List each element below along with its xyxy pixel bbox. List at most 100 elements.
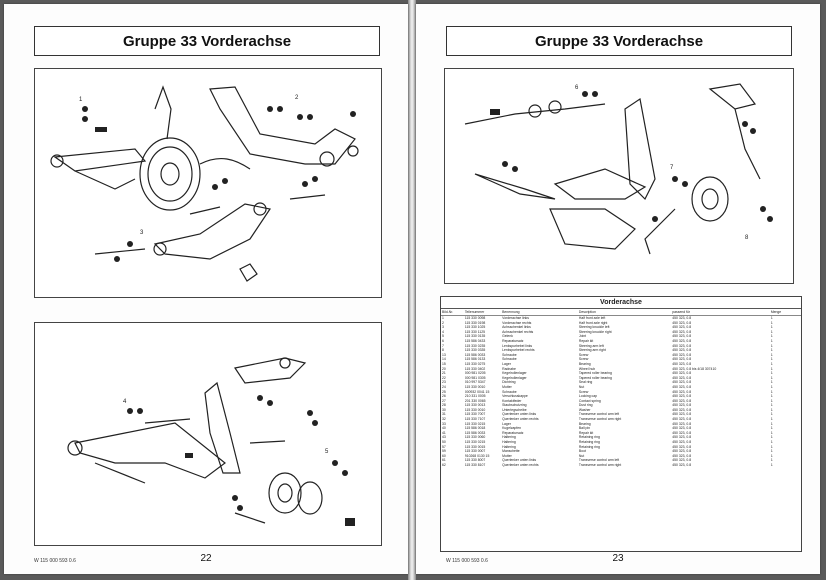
table-cell: 450 323, 0.8: [672, 348, 692, 353]
table-cell: 1: [770, 398, 773, 403]
table-cell: Half front axle left: [578, 316, 606, 320]
table-cell: Transverse control arm left: [578, 458, 620, 463]
table-cell: 43: [442, 435, 446, 440]
table-cell: 2: [442, 320, 444, 325]
table-cell: 1: [770, 394, 773, 399]
table-cell: 31: [442, 412, 446, 417]
table-cell: 450 323, 0.8: [672, 426, 692, 431]
table-cell: 13: [442, 352, 446, 357]
table-cell: Kontaktfeder: [502, 398, 522, 403]
table-cell: Tapered roller bearing: [578, 375, 612, 380]
parts-table-title: Vorderachse: [441, 297, 801, 309]
table-cell: 1: [770, 440, 773, 445]
table-cell: Repair kit: [578, 430, 594, 435]
table-cell: Querlenker unten links: [502, 412, 537, 417]
table-cell: 115 330 0335: [464, 348, 486, 353]
table-cell: 910268 0130 15: [464, 453, 490, 458]
table-cell: 1: [770, 357, 773, 362]
table-cell: Kegelrollenlager: [502, 371, 527, 376]
table-cell: 115 586 0433: [464, 338, 486, 343]
table-cell: 1: [770, 435, 773, 440]
table-cell: 450 323, 0.8: [672, 375, 692, 380]
table-cell: 1: [770, 338, 773, 343]
table-cell: 115 330 0098: [464, 316, 486, 320]
table-cell: 1: [770, 463, 773, 467]
table-cell: 62: [442, 463, 446, 467]
table-cell: 3: [442, 325, 444, 330]
table-cell: Seal ring: [578, 380, 593, 385]
table-cell: Steering arm right: [578, 348, 606, 353]
table-cell: 26: [442, 394, 446, 399]
table-cell: 1: [770, 426, 773, 431]
table-cell: 450 323, 0.8: [672, 338, 692, 343]
table-cell: Retaining ring: [578, 440, 600, 445]
table-cell: 115 586 0033: [464, 430, 486, 435]
table-cell: Retaining ring: [578, 444, 600, 449]
table-cell: Nut: [578, 453, 585, 458]
table-cell: 27: [442, 398, 446, 403]
parts-list-table: Vorderachse Bild-Nr. Teilenummer Benennu…: [440, 296, 802, 552]
table-cell: 1: [770, 430, 773, 435]
table-cell: Achsschenkel rechts: [502, 329, 534, 334]
table-cell: 1: [770, 421, 773, 426]
table-cell: 1: [770, 449, 773, 454]
table-cell: 450 323, 0.8: [672, 334, 692, 339]
table-cell: Boot: [578, 449, 586, 454]
table-cell: 1: [770, 407, 773, 412]
table-cell: 41: [442, 430, 446, 435]
table-cell: 115 330 0015: [464, 444, 486, 449]
table-cell: 1: [770, 352, 773, 357]
table-cell: Mutter: [502, 453, 512, 458]
table-cell: 450 323, 0.8: [672, 352, 692, 357]
table-cell: Verschlusskappe: [502, 394, 528, 399]
diagram-callout: 6: [575, 85, 579, 91]
table-cell: 1: [770, 375, 773, 380]
table-cell: Lager: [502, 361, 511, 366]
table-cell: 450 323, 0.8: [672, 449, 692, 454]
table-cell: 115 330 0013: [464, 403, 486, 408]
table-cell: 450 323, 0.8: [672, 389, 692, 394]
table-cell: 450 323, 0.8: [672, 463, 692, 467]
table-cell: Wheel hub: [578, 366, 596, 371]
table-cell: Vorderachse rechts: [502, 320, 532, 325]
front-axle-exploded-diagram-right: 6 7 8: [444, 68, 794, 284]
diagram-drawing: 6 7 8: [464, 83, 773, 255]
table-cell: 115 330 0010: [464, 384, 486, 389]
table-cell: 1: [770, 371, 773, 376]
table-cell: 201 330 0065: [464, 398, 486, 403]
table-cell: 450 323, 0.8: [672, 453, 692, 458]
front-axle-exploded-diagram-bottom-left: 4 5: [34, 322, 382, 546]
left-page-header: Gruppe 33 Vorderachse: [34, 26, 380, 56]
table-cell: 450 323, 0.8: [672, 361, 692, 366]
table-cell: Kegelrollenlager: [502, 375, 527, 380]
table-cell: 115 330 0275: [464, 361, 486, 366]
left-page: Gruppe 33 Vorderachse: [4, 4, 408, 574]
table-cell: 450 323, 0.8: [672, 417, 692, 422]
table-cell: 450 323, 0.8: [672, 316, 692, 320]
table-cell: Transverse control arm right: [578, 463, 622, 467]
table-cell: 1: [770, 334, 773, 339]
table-cell: 450 323, 0.8: [672, 430, 692, 435]
table-cell: 115 330 0007: [464, 449, 486, 454]
diagram-callout: 5: [325, 449, 329, 455]
column-header: Menge: [769, 309, 801, 316]
table-cell: Lager: [502, 421, 511, 426]
table-cell: Locking cap: [578, 394, 598, 399]
table-cell: Schraube: [502, 352, 517, 357]
